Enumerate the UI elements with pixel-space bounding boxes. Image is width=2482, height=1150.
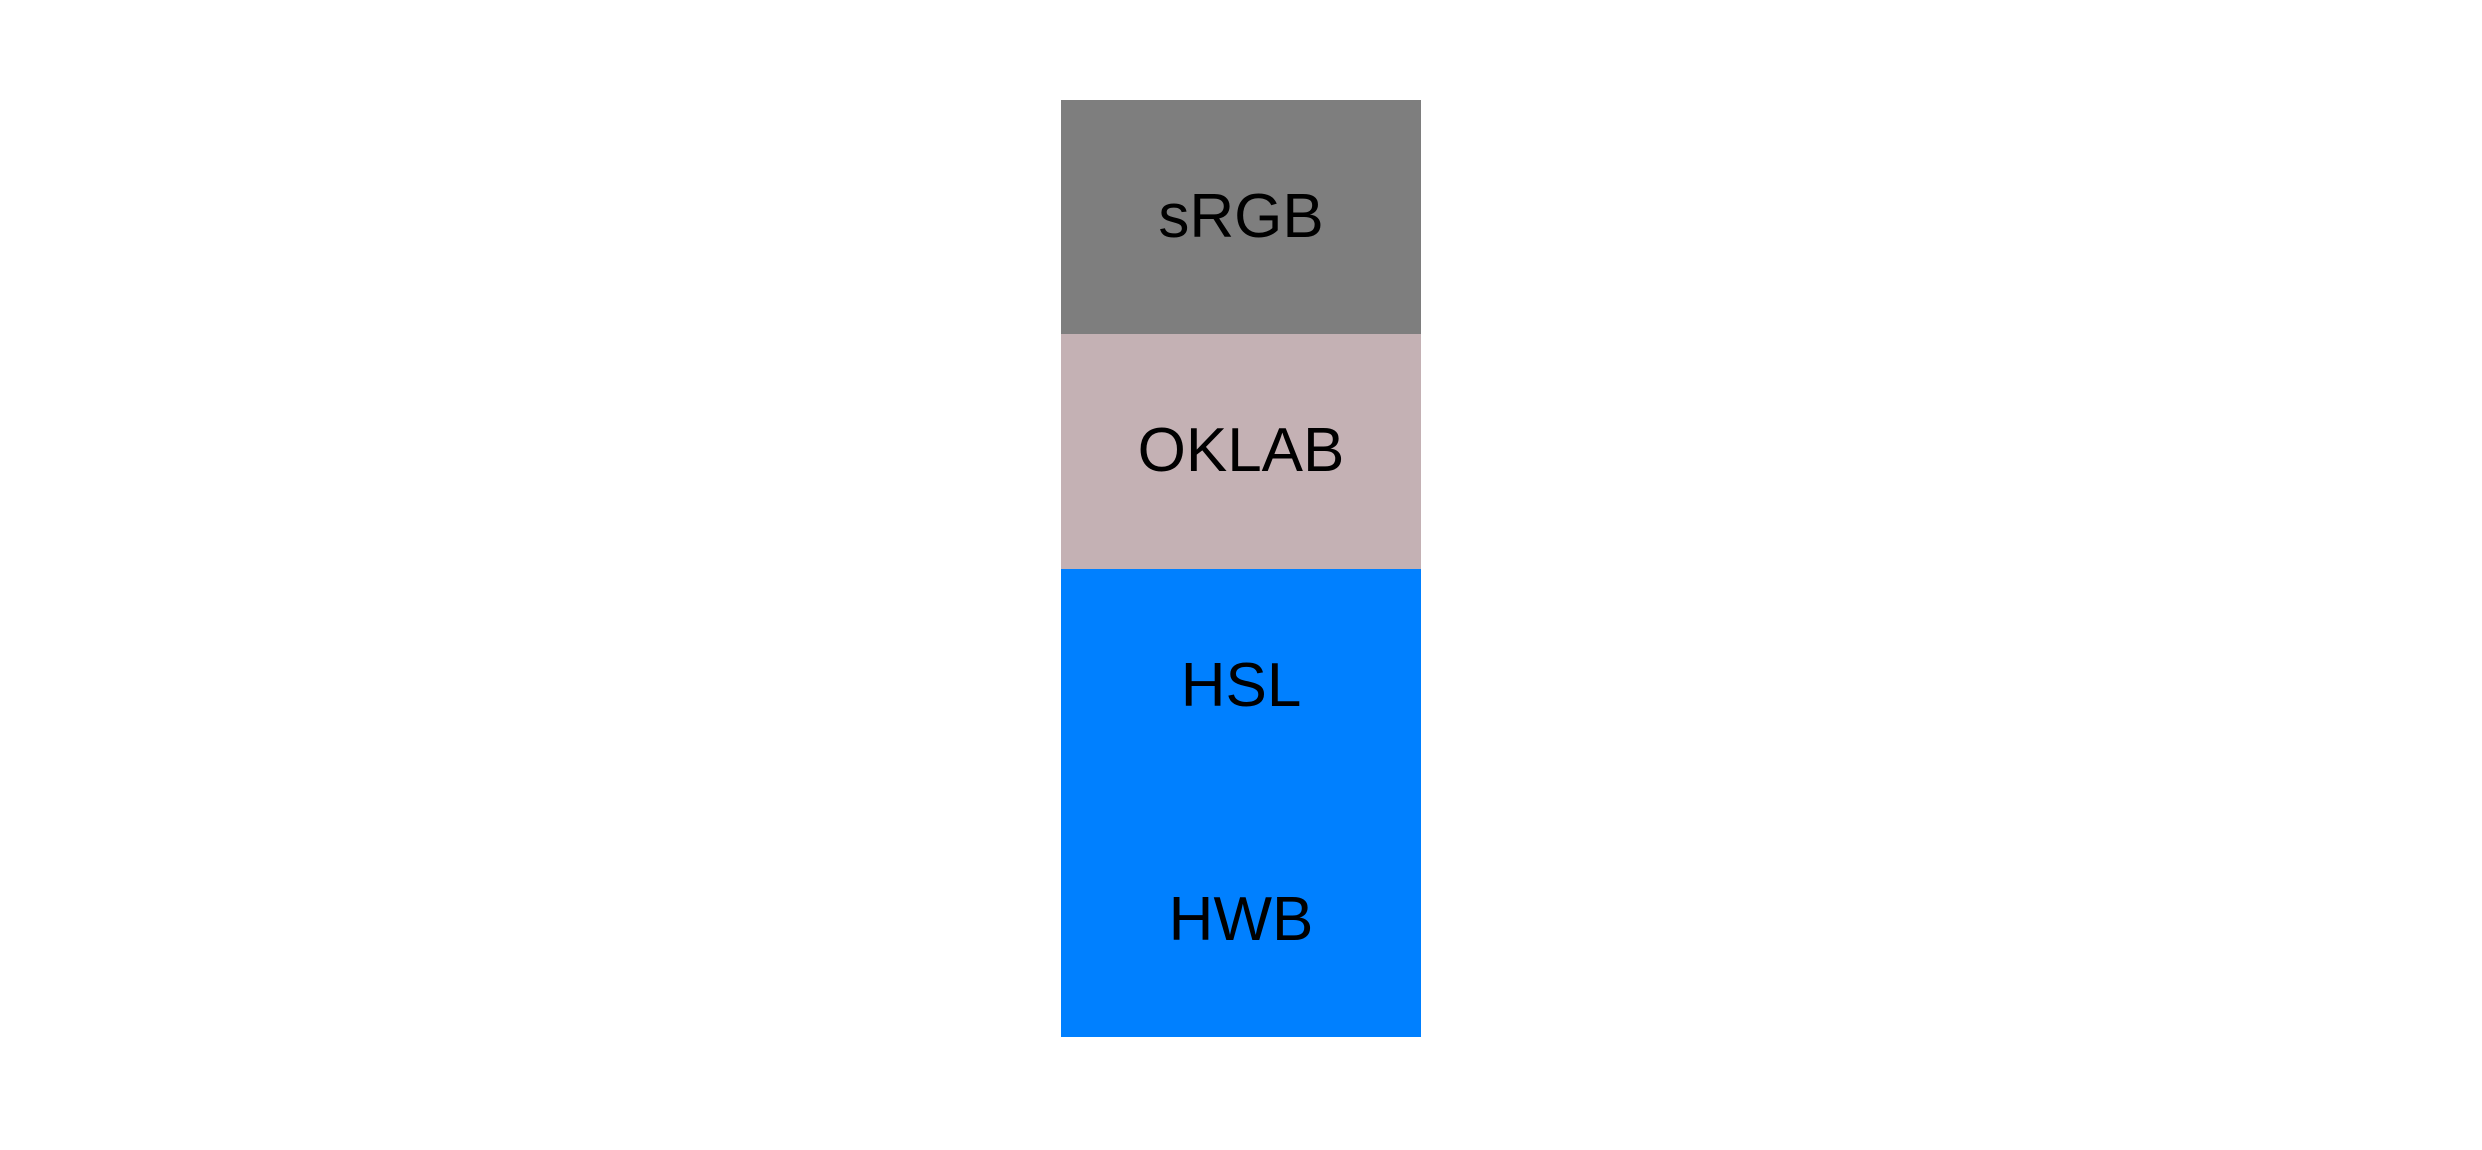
swatch-srgb: sRGB [1061,100,1421,335]
swatch-srgb-label: sRGB [1158,182,1324,252]
swatch-hsl: HSL [1061,568,1421,803]
swatch-oklab: OKLAB [1061,334,1421,569]
swatch-oklab-label: OKLAB [1137,416,1345,486]
swatch-hsl-label: HSL [1180,650,1302,720]
swatch-hwb-label: HWB [1168,884,1314,954]
color-swatch-stack: sRGB OKLAB HSL HWB [1061,100,1421,1037]
swatch-hwb: HWB [1061,802,1421,1037]
